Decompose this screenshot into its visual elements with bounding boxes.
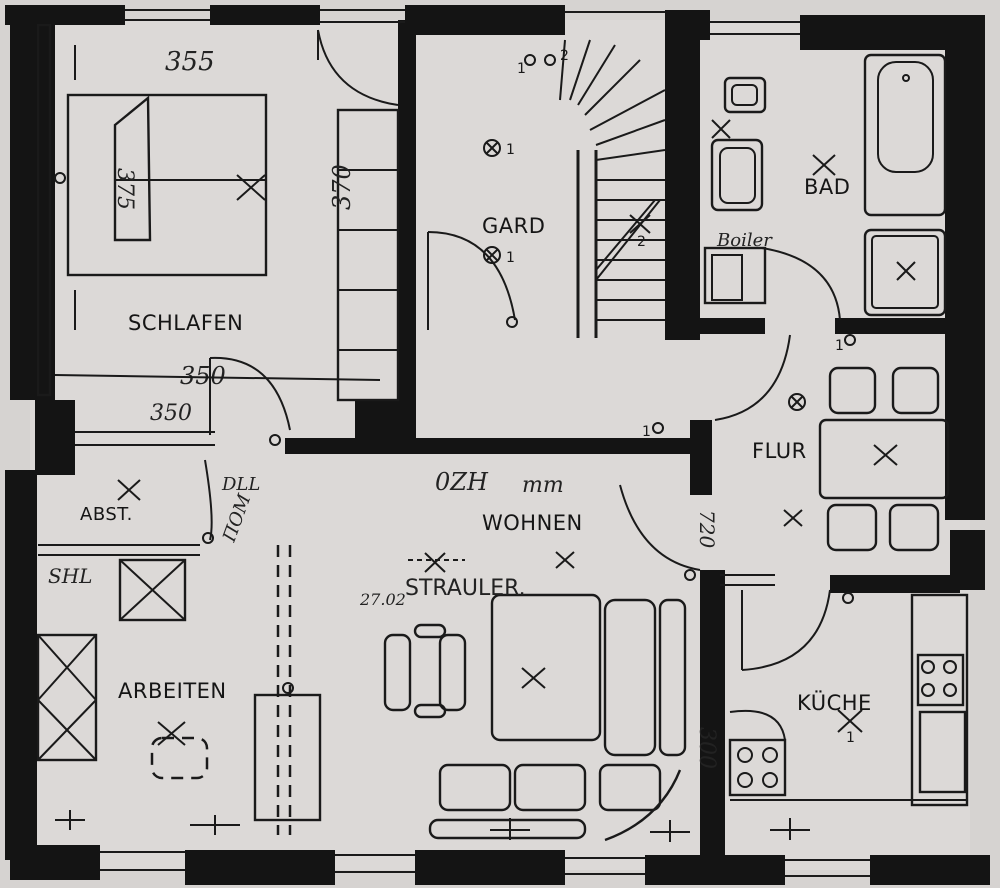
light-abst-icon <box>117 479 141 501</box>
symbol-num-gard-1: 1 <box>506 142 515 158</box>
handwritten-flur-dim: 720 <box>695 510 719 548</box>
room-label-kueche: KÜCHE <box>797 690 872 715</box>
light-gard-1-icon <box>483 139 501 157</box>
symbol-num-bad: 1 <box>835 338 844 354</box>
arbeiten-furniture <box>36 544 209 780</box>
light-gard-2-icon <box>483 246 501 264</box>
room-label-wohnen: WOHNEN <box>482 511 583 535</box>
light-bad-wc-icon <box>711 119 731 139</box>
switch-symbols <box>54 54 856 842</box>
symbol-num-stair-bottom: 2 <box>637 234 646 250</box>
door-swings <box>204 29 841 671</box>
room-label-arbeiten: ARBEITEN <box>118 679 227 703</box>
toilet <box>723 76 767 114</box>
handwritten-kueche-dim: 300 <box>694 727 719 769</box>
wohnen-dashed-line <box>276 545 292 835</box>
handwritten-wardrobe-dim: 370 <box>328 164 356 210</box>
light-bad-shower-icon <box>896 261 916 281</box>
wohnen-cabinet <box>253 693 322 822</box>
light-schlafen-icon <box>236 174 266 201</box>
flur-furniture <box>720 366 950 586</box>
room-label-bad: BAD <box>804 175 850 199</box>
handwritten-strauler-sub: 27.02 <box>359 590 406 609</box>
handwritten-boiler: Boiler <box>716 230 773 251</box>
room-label-flur: FLUR <box>752 439 807 463</box>
interior-walls <box>35 20 960 860</box>
staircase <box>559 39 666 338</box>
light-wohnen-icon <box>555 551 575 569</box>
light-symbols <box>117 119 916 746</box>
light-flur-table-icon <box>873 444 898 466</box>
kitchen-counter <box>728 593 969 807</box>
symbol-num-kueche: 1 <box>846 730 855 746</box>
handwritten-strauler: STRAULER. <box>405 576 526 601</box>
washbasin <box>710 138 764 212</box>
light-arbeiten-icon <box>157 721 186 746</box>
handwritten-door-dim-a: DLL <box>221 474 260 495</box>
handwritten-schlafen-dim-b: 350 <box>150 401 192 426</box>
handwritten-left-dim: 375 <box>112 168 137 210</box>
handwritten-schlafen-dim-a: 350 <box>180 362 226 390</box>
handwritten-arbeiten-dim: SHL <box>48 564 92 588</box>
handwritten-wohnen-dim: 0ZH <box>435 468 489 496</box>
abst-walls <box>75 431 215 446</box>
bed <box>66 45 268 330</box>
light-flur-2-icon <box>783 509 803 527</box>
symbol-num-stair-2: 2 <box>560 48 569 64</box>
light-kueche-icon <box>837 709 863 733</box>
handwritten-top-dim: 355 <box>165 47 215 77</box>
room-label-gard: GARD <box>482 214 545 238</box>
light-flur-icon <box>788 393 806 411</box>
symbol-num-stair-1: 1 <box>517 61 526 77</box>
wohnen-furniture <box>383 593 687 842</box>
symbol-num-flur-switch: 1 <box>642 424 651 440</box>
room-label-schlafen: SCHLAFEN <box>128 311 243 335</box>
light-bad-icon <box>812 154 836 176</box>
boiler-unit <box>703 246 767 305</box>
wardrobe <box>336 108 400 402</box>
symbol-num-gard-2: 1 <box>506 250 515 266</box>
schlafen-partition <box>36 23 52 397</box>
light-stair-icon <box>629 214 651 234</box>
shower-tray <box>863 228 947 317</box>
bathtub <box>863 53 947 217</box>
windows <box>100 9 870 877</box>
light-wohnen-table-icon <box>521 667 546 689</box>
handwritten-wohnen-unit: mm <box>522 473 564 498</box>
outer-walls <box>5 5 990 885</box>
handwritten-dim-line <box>54 374 381 381</box>
room-label-abst: ABST. <box>80 504 133 525</box>
light-wohnen-ceiling-icon <box>408 552 465 573</box>
